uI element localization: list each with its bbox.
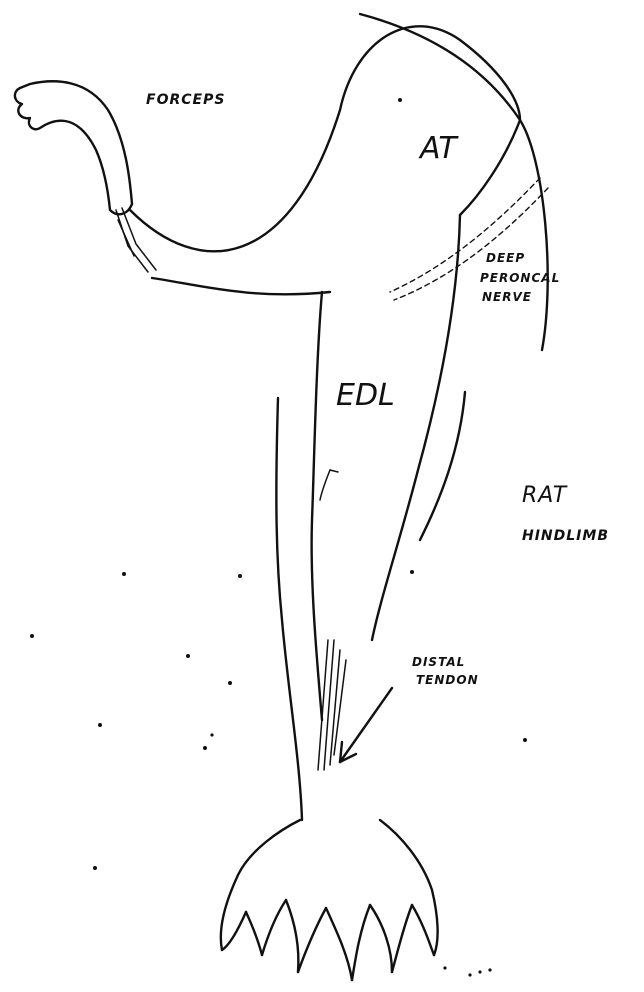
foot-drawing bbox=[221, 820, 438, 980]
at-label: AT bbox=[418, 131, 459, 166]
deep-peroneal-label-line3: NERVE bbox=[482, 290, 532, 304]
distal-tendon-label-line1: DISTAL bbox=[412, 655, 465, 669]
rat-label: RAT bbox=[522, 483, 568, 508]
edl-label: EDL bbox=[336, 378, 395, 413]
distal-tendon-label-line2: TENDON bbox=[416, 673, 479, 687]
scan-specks bbox=[30, 98, 527, 977]
distal-tendon-drawing bbox=[318, 640, 392, 770]
deep-peroneal-label-line2: PERONCAL bbox=[480, 271, 560, 285]
forceps-label: FORCEPS bbox=[146, 92, 225, 108]
deep-peroneal-label-line1: DEEP bbox=[486, 251, 525, 265]
forceps-drawing bbox=[15, 81, 156, 272]
hindlimb-label: HINDLIMB bbox=[522, 528, 609, 544]
leg-drawing bbox=[276, 215, 465, 820]
